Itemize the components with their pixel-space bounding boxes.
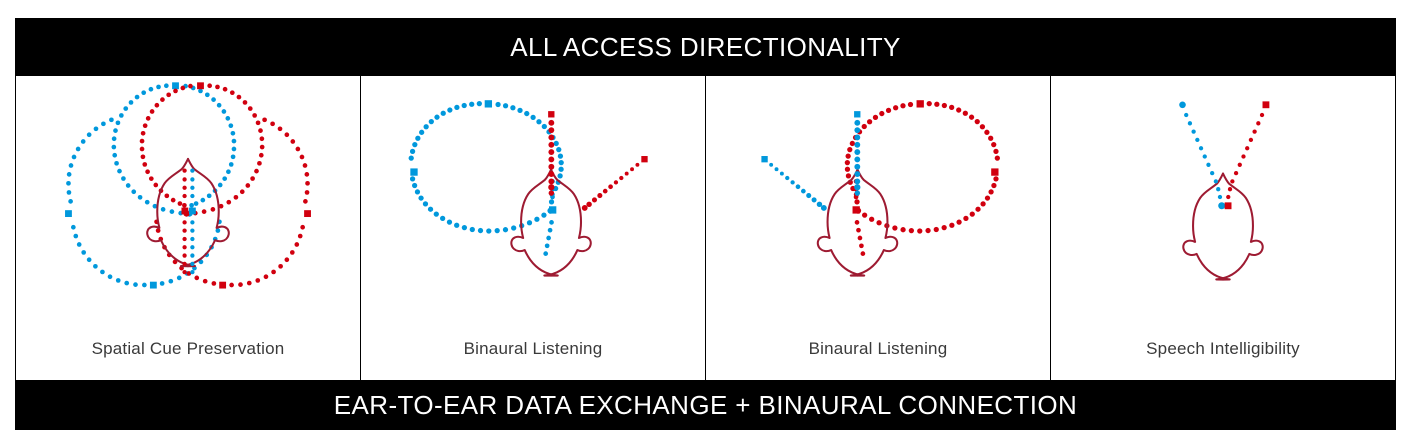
red-forward-beam [548, 111, 555, 196]
diagram-binaural-listening-right [706, 76, 1050, 318]
footer-title: EAR-TO-EAR DATA EXCHANGE + BINAURAL CONN… [333, 390, 1078, 420]
blue-diagonal-beam [761, 156, 827, 211]
panel-speech-intelligibility[interactable]: Speech Intelligibility [1051, 76, 1395, 380]
head-outline-icon [816, 168, 899, 277]
diagram-binaural-listening-left [361, 76, 705, 318]
panel-caption-4: Speech Intelligibility [1146, 339, 1300, 358]
panel-caption-1: Spatial Cue Preservation [91, 339, 285, 358]
red-inner-beam [852, 179, 866, 256]
polar-pattern-svg-2 [408, 100, 648, 277]
blue-omni-circle-left [65, 82, 237, 289]
polar-pattern-svg-4 [1179, 101, 1270, 281]
header-banner: ALL ACCESS DIRECTIONALITY [15, 18, 1396, 76]
blue-inner-beam [543, 179, 557, 256]
panel-caption-2: Binaural Listening [463, 339, 603, 358]
panel-strip: Spatial Cue Preservation [15, 76, 1396, 380]
panel-binaural-listening-right[interactable]: Binaural Listening [706, 76, 1051, 380]
panel-spatial-cue-preservation[interactable]: Spatial Cue Preservation [16, 76, 361, 380]
diagram-speech-intelligibility [1051, 76, 1395, 318]
panel-caption-3: Binaural Listening [808, 339, 948, 358]
red-narrow-beam [1224, 101, 1270, 210]
head-outline-icon [146, 157, 230, 268]
blue-forward-beam [854, 111, 861, 196]
diagram-spatial-cue-preservation [16, 76, 360, 318]
head-outline-icon [510, 168, 592, 277]
footer-banner: EAR-TO-EAR DATA EXCHANGE + BINAURAL CONN… [15, 380, 1396, 430]
blue-inner-beam-right [188, 168, 196, 275]
page-title: ALL ACCESS DIRECTIONALITY [510, 32, 901, 62]
red-inner-beam-left [181, 168, 189, 275]
polar-pattern-svg-1 [65, 82, 311, 289]
head-outline-icon [1182, 172, 1264, 281]
blue-narrow-beam [1179, 101, 1226, 210]
directionality-figure: ALL ACCESS DIRECTIONALITY [15, 18, 1396, 430]
blue-omni-circle-left [408, 100, 564, 234]
panel-binaural-listening-left[interactable]: Binaural Listening [361, 76, 706, 380]
red-diagonal-beam [581, 156, 648, 211]
polar-pattern-svg-3 [761, 100, 1000, 277]
red-omni-circle-right [844, 100, 1000, 234]
